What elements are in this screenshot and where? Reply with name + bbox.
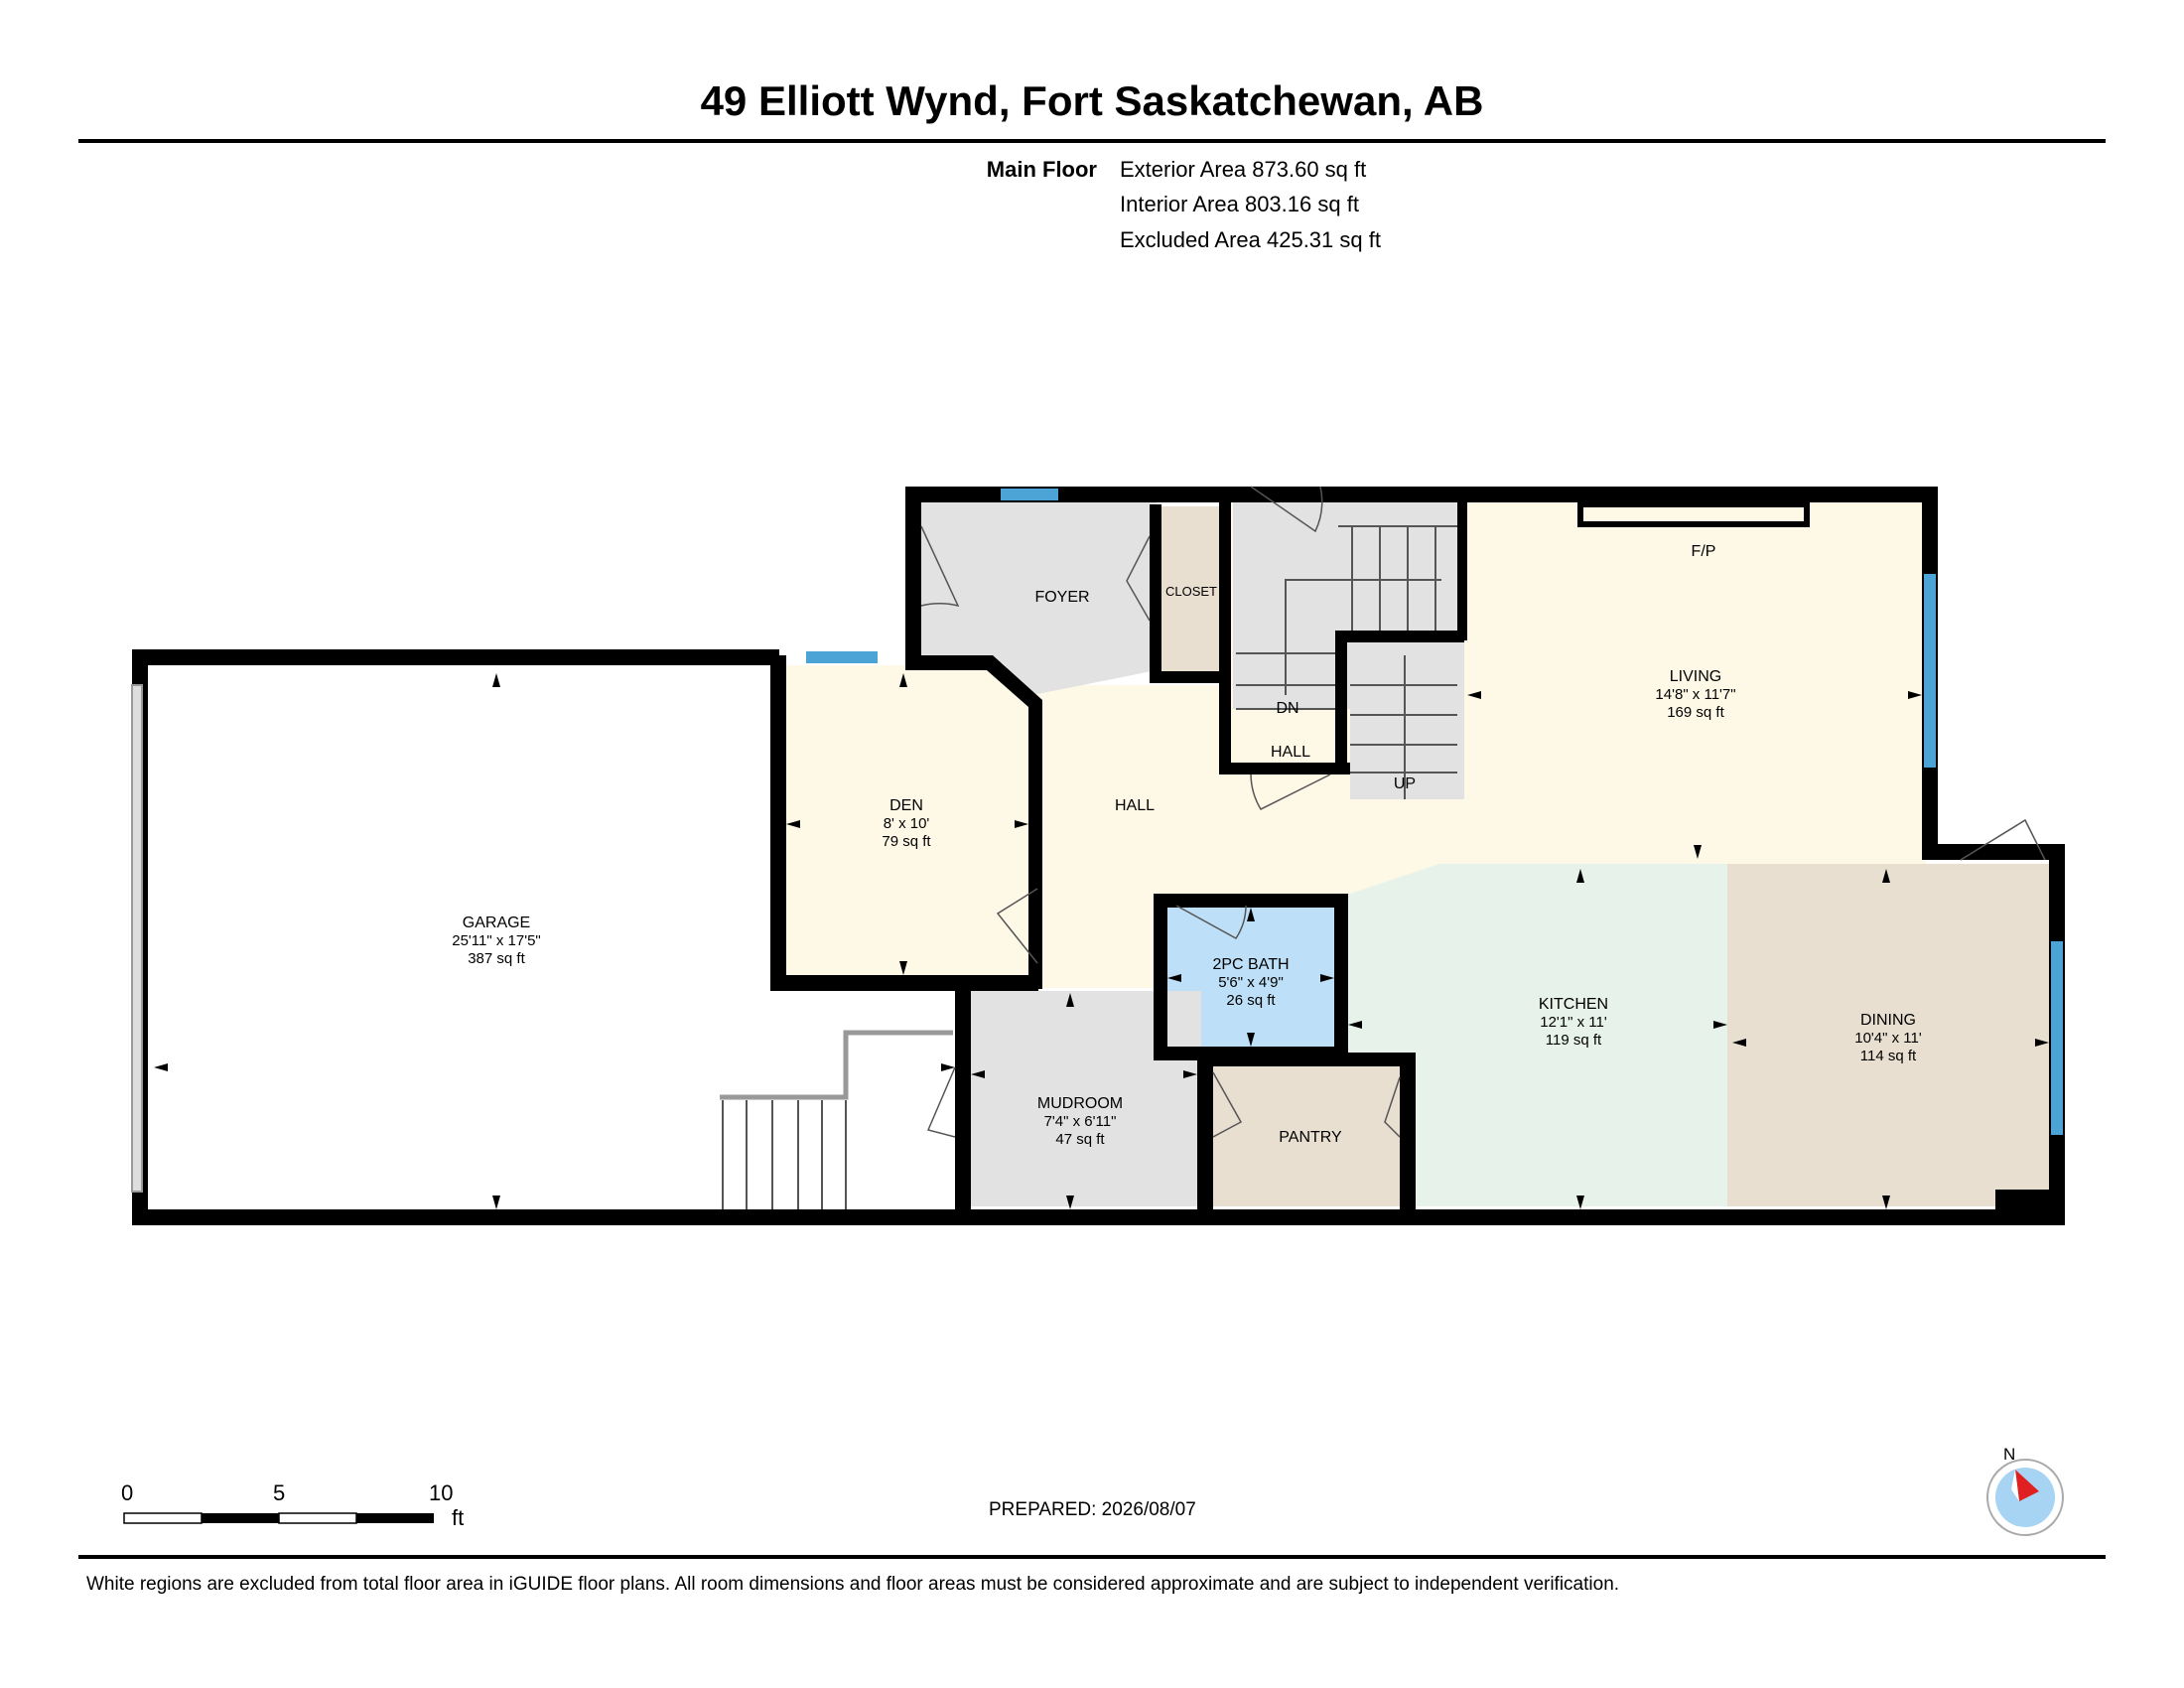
prepared-date: PREPARED: 2026/08/07 bbox=[989, 1499, 1196, 1520]
garage-label: GARAGE bbox=[463, 914, 530, 931]
hall-small-label: HALL bbox=[1271, 744, 1310, 761]
scale-ten: 10 bbox=[429, 1480, 454, 1505]
den-label: DEN bbox=[889, 797, 923, 814]
den-fill bbox=[779, 665, 1037, 983]
garage-area: 387 sq ft bbox=[468, 950, 525, 967]
kitchen-area: 119 sq ft bbox=[1546, 1032, 1602, 1049]
footnote: White regions are excluded from total fl… bbox=[86, 1574, 1620, 1595]
excluded-area: Excluded Area 425.31 sq ft bbox=[1120, 227, 1381, 252]
scale-five: 5 bbox=[273, 1480, 286, 1505]
kitchen-label: KITCHEN bbox=[1539, 996, 1608, 1013]
dining-dims: 10'4" x 11' bbox=[1854, 1030, 1922, 1047]
bath-label: 2PC BATH bbox=[1212, 956, 1289, 973]
dining-label: DINING bbox=[1860, 1012, 1916, 1029]
walls bbox=[132, 487, 2065, 1225]
door-swings bbox=[920, 486, 2046, 1138]
scale-bar bbox=[123, 1512, 434, 1524]
living-label: LIVING bbox=[1670, 668, 1721, 685]
dimension-arrows bbox=[154, 673, 2049, 1209]
foyer-fill bbox=[918, 501, 1157, 695]
foyer-label: FOYER bbox=[1034, 589, 1089, 606]
page-title: 49 Elliott Wynd, Fort Saskatchewan, AB bbox=[700, 77, 1484, 124]
dining-area: 114 sq ft bbox=[1860, 1048, 1917, 1064]
stairs-up-label: UP bbox=[1394, 775, 1416, 792]
living-dims: 14'8" x 11'7" bbox=[1655, 686, 1735, 703]
stairs-dn-label: DN bbox=[1276, 700, 1298, 717]
living-fill bbox=[1467, 501, 1924, 864]
compass-icon bbox=[1986, 1459, 2064, 1536]
floor-label: Main Floor bbox=[986, 157, 1097, 182]
living-area: 169 sq ft bbox=[1667, 704, 1724, 721]
stair-treads bbox=[1236, 525, 1457, 799]
windows bbox=[806, 489, 2063, 1135]
scale-unit: ft bbox=[452, 1505, 465, 1530]
fp-label: F/P bbox=[1692, 543, 1716, 560]
pantry-fill bbox=[1211, 1064, 1408, 1206]
compass-north-label: N bbox=[2003, 1445, 2015, 1464]
interior-area: Interior Area 803.16 sq ft bbox=[1120, 192, 1359, 216]
closet-label: CLOSET bbox=[1165, 584, 1217, 599]
den-dims: 8' x 10' bbox=[884, 815, 930, 832]
den-area: 79 sq ft bbox=[882, 833, 931, 850]
footer-rule bbox=[78, 1555, 2106, 1559]
scale-zero: 0 bbox=[121, 1480, 134, 1505]
hall-label: HALL bbox=[1115, 797, 1155, 814]
exterior-area: Exterior Area 873.60 sq ft bbox=[1120, 157, 1367, 182]
garage-dims: 25'11" x 17'5" bbox=[452, 932, 541, 949]
kitchen-dims: 12'1" x 11' bbox=[1540, 1014, 1607, 1031]
exterior-steps bbox=[720, 1030, 953, 1209]
header-rule bbox=[78, 139, 2106, 143]
garage-door bbox=[131, 684, 143, 1193]
mudroom-dims: 7'4" x 6'11" bbox=[1044, 1113, 1117, 1130]
bath-dims: 5'6" x 4'9" bbox=[1218, 974, 1284, 991]
closet-fill bbox=[1160, 506, 1219, 673]
bath-area: 26 sq ft bbox=[1226, 992, 1276, 1009]
kitchen-fill bbox=[1348, 864, 1727, 1206]
pantry-label: PANTRY bbox=[1279, 1129, 1342, 1146]
dining-fill bbox=[1727, 864, 2050, 1206]
mudroom-label: MUDROOM bbox=[1037, 1095, 1123, 1112]
mudroom-area: 47 sq ft bbox=[1055, 1131, 1105, 1148]
